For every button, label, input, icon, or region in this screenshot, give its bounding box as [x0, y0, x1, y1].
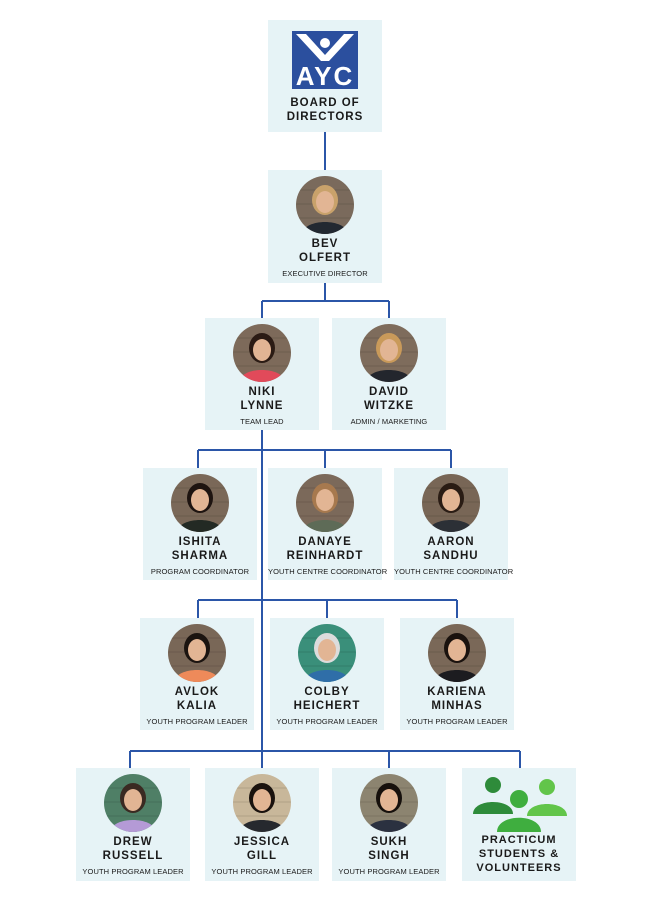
board-title: BOARD OF DIRECTORS — [286, 97, 364, 123]
person-role: EXECUTIVE DIRECTOR — [282, 269, 368, 278]
ayc-logo-icon: AYC — [292, 31, 358, 89]
avatar — [296, 176, 354, 234]
person-photo-icon — [296, 474, 354, 532]
avatar — [422, 474, 480, 532]
person-photo-icon — [233, 324, 291, 382]
avatar — [104, 774, 162, 832]
person-photo-icon — [360, 324, 418, 382]
person-role: YOUTH PROGRAM LEADER — [338, 867, 440, 876]
person-photo-icon — [298, 624, 356, 682]
person-photo-icon — [233, 774, 291, 832]
avatar — [233, 324, 291, 382]
person-photo-icon — [296, 176, 354, 234]
avatar — [171, 474, 229, 532]
person-photo-icon — [428, 624, 486, 682]
avatar — [296, 474, 354, 532]
person-role: PROGRAM COORDINATOR — [150, 567, 250, 576]
person-photo-icon — [422, 474, 480, 532]
person-role: YOUTH CENTRE COORDINATOR — [394, 567, 514, 576]
person-role: ADMIN / MARKETING — [350, 417, 428, 426]
person-role: YOUTH PROGRAM LEADER — [276, 717, 378, 726]
volunteers-title: PRACTICUM STUDENTS & VOLUNTEERS — [476, 834, 562, 874]
avatar — [428, 624, 486, 682]
person-role: YOUTH PROGRAM LEADER — [146, 717, 248, 726]
person-photo-icon — [104, 774, 162, 832]
person-photo-icon — [171, 474, 229, 532]
avatar — [168, 624, 226, 682]
avatar — [233, 774, 291, 832]
person-role: TEAM LEAD — [240, 417, 284, 426]
avatar — [298, 624, 356, 682]
people-group-icon — [473, 777, 567, 832]
avatar — [360, 774, 418, 832]
volunteers-card: PRACTICUM STUDENTS & VOLUNTEERS — [462, 768, 576, 881]
person-photo-icon — [168, 624, 226, 682]
board-card: AYC BOARD OF DIRECTORS — [268, 20, 382, 132]
avatar — [360, 324, 418, 382]
person-photo-icon — [360, 774, 418, 832]
person-role: YOUTH CENTRE COORDINATOR — [268, 567, 388, 576]
person-role: YOUTH PROGRAM LEADER — [82, 867, 184, 876]
person-role: YOUTH PROGRAM LEADER — [211, 867, 313, 876]
person-role: YOUTH PROGRAM LEADER — [406, 717, 508, 726]
logo-text: AYC — [296, 61, 355, 89]
